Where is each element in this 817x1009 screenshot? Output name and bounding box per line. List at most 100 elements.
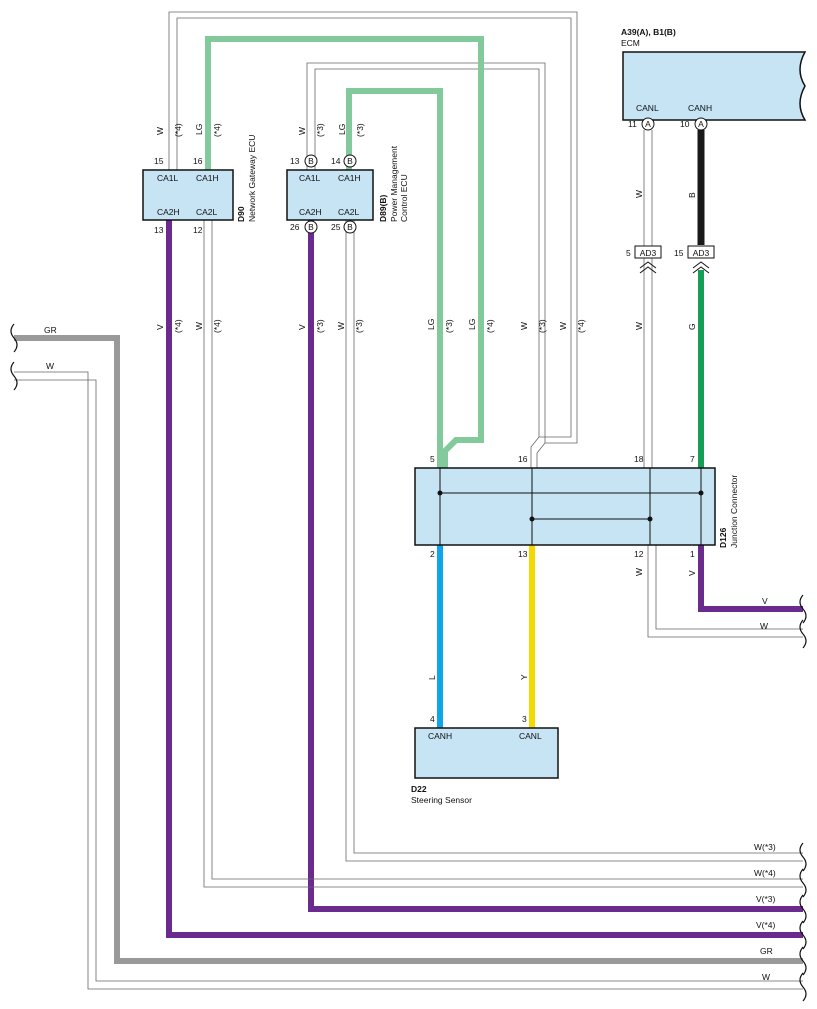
lbl-bottom-w: W [762, 972, 770, 982]
jc-pin-2: 2 [430, 549, 435, 559]
pm-pin-ca1h: CA1H [338, 173, 361, 183]
steer-id: D22 [411, 784, 427, 794]
jc-pin-7: 7 [690, 454, 695, 464]
bottom-break-v4-icon [799, 920, 807, 950]
pm-id: D89(B) [378, 194, 388, 222]
pm-name-1: Power Management [389, 145, 399, 222]
wire-labels: W (*4) LG (*4) W (*3) LG (*3) V (*4) W (… [44, 123, 776, 982]
steer-pin-3: 3 [522, 714, 527, 724]
pm-name-2: Control ECU [399, 174, 409, 222]
pm-pin-25-circle [343, 220, 357, 234]
jc-pin-1: 1 [690, 549, 695, 559]
jc-pin-13: 13 [518, 549, 528, 559]
gw-pin-15: 15 [154, 156, 164, 166]
lbl-pm-top-lg-note: (*3) [355, 123, 365, 137]
junction-block: 5 16 18 7 2 13 12 1 D126 Junction Connec… [414, 454, 739, 559]
wire-gw-ca2l-a [203, 220, 803, 888]
lbl-jc12-w: W [634, 568, 644, 576]
wire-pm-ca2h-v [308, 220, 803, 912]
bottom-break-v3-icon [799, 894, 807, 924]
pm-pin-26: 26 [290, 222, 300, 232]
pm-pin-26-circle [304, 220, 318, 234]
wires [14, 11, 803, 990]
wire-jc12-b [655, 545, 803, 630]
ad3-box-right [687, 245, 715, 259]
lbl-ad3-canh-g: G [687, 323, 697, 330]
lbl-right-w: W [760, 621, 768, 631]
power-block: CA1L CA1H CA2H CA2L 13 14 26 25 B B B B … [286, 145, 409, 234]
gw-pin-ca2l: CA2L [196, 207, 218, 217]
pm-pin-ca1l: CA1L [299, 173, 321, 183]
jc-pin-12: 12 [634, 549, 644, 559]
bottom-break-gr-icon [799, 946, 807, 976]
ecm-pin-canl-label: CANL [636, 103, 659, 113]
wire-pm-ca1h-lg [346, 88, 443, 468]
lbl-mid-lg4-note: (*4) [485, 319, 495, 333]
pm-pin-25: 25 [331, 222, 341, 232]
lbl-pm-bot-w: W [336, 322, 346, 330]
wire-jc1-v [698, 545, 803, 612]
ecm-pin-11-num: 11 [628, 119, 637, 129]
lbl-gw-top-w: W [155, 127, 165, 135]
pm-pin-ca2l: CA2L [338, 207, 360, 217]
lbl-mid-w3-note: (*3) [537, 319, 547, 333]
ad3-chevron-left-icon [639, 261, 657, 274]
lbl-bottom-gr: GR [760, 946, 773, 956]
lbl-mid-lg3: LG [426, 319, 436, 330]
left-break-w-icon [10, 361, 18, 391]
ecm-pin-11-circle [641, 117, 655, 131]
lbl-mid-w3: W [519, 322, 529, 330]
ad3-label-left: AD3 [640, 248, 657, 258]
gateway-block: CA1L CA1H CA2H CA2L 15 16 13 12 D90 Netw… [142, 135, 257, 235]
lbl-pm-top-w-note: (*3) [315, 123, 325, 137]
pm-pin-14-circle [343, 154, 357, 168]
wire-left-gr [14, 335, 803, 964]
lbl-bottom-w4: W(*4) [754, 868, 776, 878]
ecm-pin-10-num: 10 [680, 119, 690, 129]
steer-pin-4: 4 [430, 714, 435, 724]
wire-pm-ca2l-a [345, 220, 803, 862]
pm-conn-b2: B [347, 156, 353, 166]
right-break-w-icon [799, 619, 807, 649]
lbl-pm-bot-v: V [297, 324, 307, 330]
pm-pin-13: 13 [290, 156, 300, 166]
ecm-pin-11-conn: A [645, 119, 651, 129]
gw-name: Network Gateway ECU [247, 135, 257, 222]
lbl-mid-w4-note: (*4) [576, 319, 586, 333]
jc-id: D126 [718, 527, 728, 548]
lbl-gw-top-lg-note: (*4) [212, 123, 222, 137]
bottom-break-w-icon [799, 972, 807, 1002]
lbl-left-w: W [46, 361, 54, 371]
wire-pm-ca2l-b [353, 220, 803, 854]
steer-pin-canh: CANH [428, 731, 452, 741]
lbl-pm-top-w: W [297, 127, 307, 135]
jc-pin-5: 5 [430, 454, 435, 464]
jc-pin-16: 16 [518, 454, 528, 464]
wire-gw-ca2l-b [211, 220, 803, 880]
bottom-break-w3-icon [799, 842, 807, 872]
wire-pm-ca1l-inner [314, 68, 540, 437]
lbl-pm-bot-w-note: (*3) [354, 319, 364, 333]
lbl-gw-bot-v-note: (*4) [173, 319, 183, 333]
pm-conn-b3: B [308, 222, 314, 232]
wire-gw-ca1h-lg [205, 36, 484, 468]
break-marks [10, 323, 807, 1002]
jc-name: Junction Connector [729, 475, 739, 548]
lbl-gw-top-w-note: (*4) [173, 123, 183, 137]
ecm-name: ECM [621, 38, 640, 48]
steer-name: Steering Sensor [411, 795, 472, 805]
gw-pin-13: 13 [154, 225, 164, 235]
lbl-jc1-v: V [687, 570, 697, 576]
lbl-mid-lg4: LG [467, 319, 477, 330]
ecm-pin-10-circle [694, 117, 708, 131]
lbl-gw-bot-w: W [194, 322, 204, 330]
wire-jc12-a [647, 545, 803, 638]
gw-id: D90 [236, 206, 246, 222]
lbl-gw-bot-v: V [155, 324, 165, 330]
ecm-pin-10-conn: A [698, 119, 704, 129]
pm-pin-14: 14 [331, 156, 341, 166]
ecm-id: A39(A), B1(B) [621, 27, 676, 37]
bottom-break-w4-icon [799, 868, 807, 898]
pm-conn-b4: B [347, 222, 353, 232]
